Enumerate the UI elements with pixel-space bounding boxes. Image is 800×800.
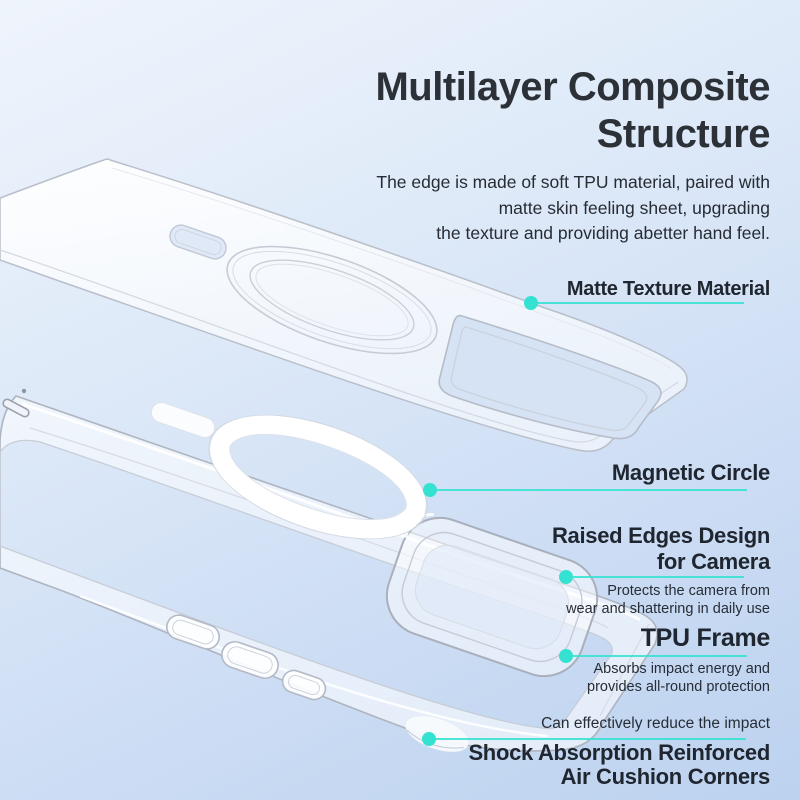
side-buttons: [166, 614, 327, 701]
callout-note-air-cushion: Can effectively reduce the impact: [541, 715, 770, 732]
page-subtitle: The edge is made of soft TPU material, p…: [376, 170, 770, 247]
top-slot: [169, 224, 227, 260]
callout-desc-tpu-frame: Absorbs impact energy and provides all-r…: [587, 660, 770, 696]
tpu-frame-desc-line: provides all-round protection: [587, 679, 770, 695]
callout-dot-tpu-frame: [559, 649, 573, 663]
subtitle-line: The edge is made of soft TPU material, p…: [376, 172, 770, 192]
tpu-frame-case: [0, 388, 658, 752]
mute-slot: [2, 398, 30, 418]
callout-dot-air-cushion: [422, 732, 436, 746]
page-title: Multilayer Composite Structure: [375, 64, 770, 158]
callout-label-raised-edges: Raised Edges Design for Camera: [552, 523, 770, 575]
volume-button: [166, 614, 220, 650]
raised-edges-title-line: for Camera: [656, 549, 770, 574]
title-line-2: Structure: [596, 112, 771, 156]
subtitle-line: matte skin feeling sheet, upgrading: [498, 197, 770, 218]
callout-dot-magnetic: [423, 483, 437, 497]
camera-cutout-inner-line: [450, 326, 648, 431]
magnetic-circle-ring: [208, 414, 428, 540]
air-cushion-title-line: Air Cushion Corners: [560, 763, 771, 789]
top-tab: [150, 402, 216, 438]
power-button: [281, 669, 327, 701]
case-bottom-highlight: [79, 594, 549, 738]
subtitle-line: the texture and providing abetter hand f…: [436, 223, 770, 243]
raised-edges-desc-line: wear and shattering in daily use: [566, 601, 770, 617]
camera-cutout: [438, 314, 662, 440]
raised-edges-desc-line: Protects the camera from: [607, 583, 770, 599]
callout-desc-raised-edges: Protects the camera from wear and shatte…: [566, 582, 770, 618]
volume-button: [221, 640, 279, 680]
plate-top-inner-line: [111, 167, 673, 370]
air-cushion-corner: [405, 716, 469, 752]
pin-hole: [21, 388, 27, 394]
callout-dot-raised-edges: [559, 570, 573, 584]
callout-dot-matte: [524, 296, 538, 310]
raised-camera-frame: [385, 513, 599, 678]
matte-texture-back-plate: [0, 158, 688, 452]
plate-thickness-line: [0, 249, 679, 443]
callout-label-air-cushion: Shock Absorption Reinforced Air Cushion …: [468, 741, 770, 788]
callout-label-tpu-frame: TPU Frame: [640, 624, 771, 652]
callout-lines: [429, 302, 747, 740]
callout-label-matte-texture: Matte Texture Material: [566, 278, 770, 300]
callout-dots: [422, 296, 573, 746]
raised-edges-title-line: Raised Edges Design: [551, 523, 770, 548]
air-cushion-title-line: Shock Absorption Reinforced: [468, 740, 770, 765]
magnetic-ring-engraving: [226, 245, 438, 355]
tpu-frame-desc-line: Absorbs impact energy and: [593, 661, 770, 677]
callout-label-magnetic-circle: Magnetic Circle: [611, 460, 770, 485]
title-line-1: Multilayer Composite: [375, 65, 770, 109]
case-right-inner-line: [599, 623, 650, 717]
case-outer-outline: [0, 395, 658, 752]
